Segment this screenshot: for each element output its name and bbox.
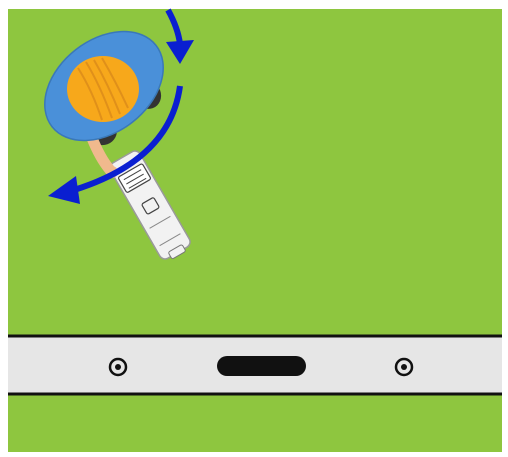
center-slot	[217, 356, 306, 376]
hard-hat-icon	[67, 56, 139, 122]
target-marker-icon	[110, 359, 126, 375]
target-marker-icon	[396, 359, 412, 375]
